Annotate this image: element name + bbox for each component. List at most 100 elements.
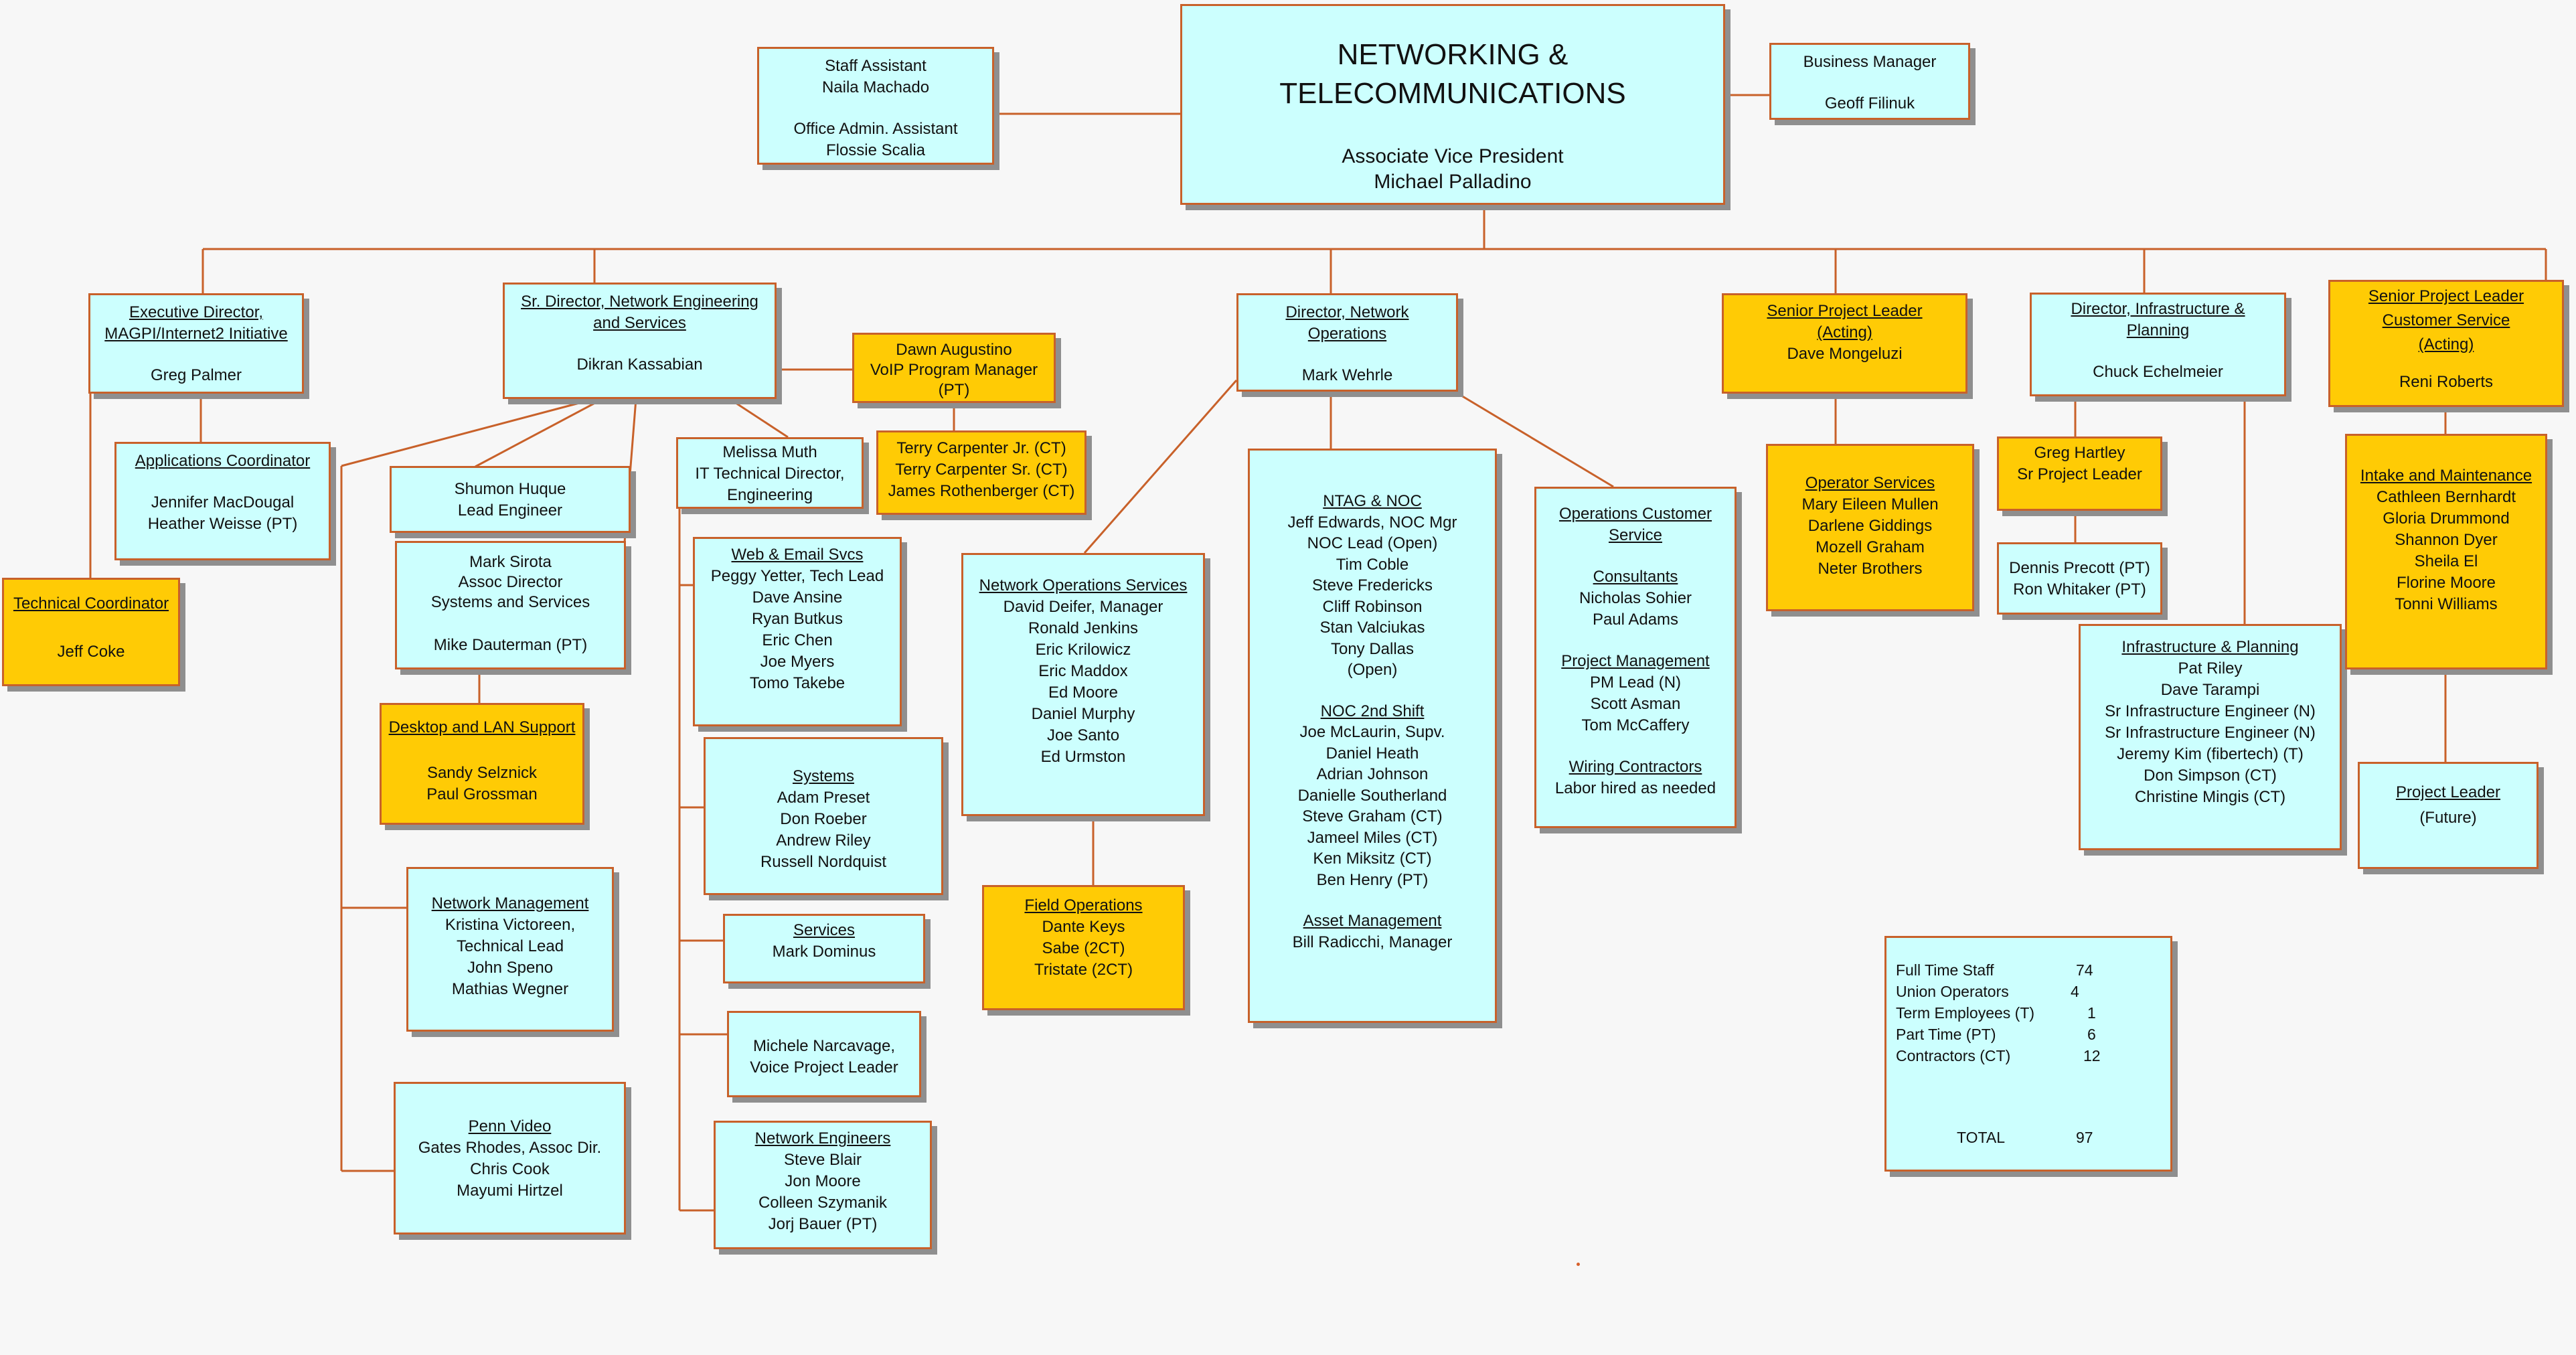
avp-name: Michael Palladino [1374, 171, 1532, 193]
network-engineer: Jorj Bauer (PT) [768, 1215, 878, 1233]
intake-member: Florine Moore [2396, 574, 2496, 592]
exec-director-box: Executive Director, MAGPI/Internet2 Init… [88, 293, 304, 394]
michele-line2: Voice Project Leader [750, 1058, 898, 1077]
technical-coordinator-title: Technical Coordinator [13, 594, 169, 613]
sr-director-box: Sr. Director, Network Engineering and Se… [503, 283, 777, 399]
ntag-member: NOC Lead (Open) [1307, 534, 1438, 552]
staff-totals-box: Full Time Staff 74 Union Operators 4 Ter… [1884, 936, 2172, 1172]
noc-shift-member: Jameel Miles (CT) [1307, 828, 1438, 847]
noc-2nd-shift-title: NOC 2nd Shift [1320, 702, 1425, 720]
totals-value: 1 [2087, 1004, 2096, 1022]
totals-label: Contractors (CT) [1896, 1047, 2011, 1064]
network-management-line4: Mathias Wegner [451, 980, 569, 998]
mark-sirota-name: Mark Sirota [469, 553, 552, 571]
melissa-title2: Engineering [726, 486, 813, 504]
network-engineer: Jon Moore [785, 1172, 861, 1190]
systems-member: Don Roeber [780, 810, 867, 828]
applications-coordinator-box: Applications Coordinator Jennifer MacDou… [114, 442, 331, 560]
intake-member: Tonni Williams [2395, 595, 2498, 613]
desktop-lan-name2: Paul Grossman [426, 785, 538, 803]
infra-member: Christine Mingis (CT) [2134, 788, 2286, 806]
infra-planning-title: Infrastructure & Planning [2121, 638, 2299, 656]
ntag-member: Jeff Edwards, NOC Mgr [1287, 513, 1457, 532]
shumon-box: Shumon Huque Lead Engineer [390, 466, 631, 533]
senior-pl-customer-name: Reni Roberts [2399, 373, 2494, 391]
mark-sirota-title1: Assoc Director [458, 573, 563, 591]
wiring-contractors-note: Labor hired as needed [1554, 779, 1716, 797]
services-name: Mark Dominus [772, 943, 876, 961]
noc-shift-member: Ben Henry (PT) [1316, 870, 1429, 889]
melissa-muth-box: Melissa Muth IT Technical Director, Engi… [676, 437, 864, 509]
project-leader-future-title: Project Leader [2395, 783, 2501, 801]
director-infra-title1: Director, Infrastructure & [2071, 300, 2245, 318]
noc-shift-member: Danielle Southerland [1297, 786, 1447, 805]
technical-coordinator-name: Jeff Coke [57, 643, 125, 661]
noc-shift-member: Joe McLaurin, Supv. [1299, 723, 1445, 741]
network-management-title: Network Management [431, 894, 589, 912]
director-operations-title1: Director, Network [1285, 303, 1409, 321]
web-email-member: Tomo Takebe [749, 674, 846, 692]
project-management-title: Project Management [1561, 652, 1710, 670]
systems-member: Russell Nordquist [760, 853, 887, 871]
office-admin-title: Office Admin. Assistant [793, 120, 958, 138]
systems-title: Systems [792, 767, 854, 785]
project-management-member: Tom McCaffery [1581, 716, 1690, 734]
director-operations-name: Mark Wehrle [1301, 366, 1393, 384]
project-management-member: Scott Asman [1590, 695, 1681, 713]
greg-hartley-box: Greg Hartley Sr Project Leader [1997, 436, 2162, 511]
totals-label: Term Employees (T) [1896, 1004, 2035, 1022]
exec-director-title1: Executive Director, [129, 303, 264, 321]
carpenter-line1: Terry Carpenter Jr. (CT) [896, 439, 1066, 457]
network-ops-member: Eric Maddox [1038, 662, 1128, 680]
infra-member: Jeremy Kim (fibertech) (T) [2117, 745, 2304, 763]
applications-coordinator-title: Applications Coordinator [135, 452, 311, 470]
senior-pl-acting-title1: Senior Project Leader [1767, 302, 1923, 320]
field-operations-member: Tristate (2CT) [1034, 961, 1133, 979]
consultant: Nicholas Sohier [1579, 589, 1692, 607]
intake-maintenance-box: Intake and Maintenance Cathleen Bernhard… [2345, 434, 2547, 669]
noc-shift-member: Daniel Heath [1325, 744, 1419, 763]
greg-hartley-name: Greg Hartley [2034, 444, 2125, 462]
operator-member: Mozell Graham [1816, 538, 1925, 556]
network-management-line1: Kristina Victoreen, [445, 916, 576, 934]
senior-pl-acting-name: Dave Mongeluzi [1787, 345, 1903, 363]
intake-member: Cathleen Bernhardt [2376, 488, 2516, 506]
totals-value: 6 [2087, 1026, 2096, 1043]
network-engineers-title: Network Engineers [754, 1129, 891, 1147]
voip-box: Dawn Augustino VoIP Program Manager (PT) [852, 333, 1056, 403]
exec-director-name: Greg Palmer [150, 366, 242, 384]
systems-member: Andrew Riley [776, 831, 871, 850]
project-leader-future-note: (Future) [2419, 809, 2477, 827]
infra-member: Dave Tarampi [2160, 681, 2260, 699]
infra-member: Don Simpson (CT) [2144, 767, 2277, 785]
operator-member: Mary Eileen Mullen [1801, 495, 1939, 513]
project-management-member: PM Lead (N) [1589, 673, 1682, 692]
infra-member: Sr Infrastructure Engineer (N) [2105, 724, 2316, 742]
senior-pl-customer-title3: (Acting) [2418, 335, 2474, 353]
senior-pl-customer-title1: Senior Project Leader [2368, 287, 2524, 305]
mike-dauterman-name: Mike Dauterman (PT) [433, 636, 588, 654]
network-ops-member: David Deifer, Manager [1003, 598, 1163, 616]
services-box: Services Mark Dominus [723, 914, 925, 983]
desktop-lan-title: Desktop and LAN Support [388, 718, 576, 736]
totals-value: 4 [2071, 983, 2079, 1000]
noc-shift-member: Steve Graham (CT) [1302, 807, 1443, 825]
network-ops-member: Eric Krilowicz [1035, 641, 1131, 659]
desktop-lan-name1: Sandy Selznick [426, 764, 538, 782]
director-operations-title2: Operations [1307, 325, 1387, 343]
totals-total-value: 97 [2076, 1129, 2093, 1146]
noc-shift-member: Ken Miksitz (CT) [1313, 850, 1432, 868]
network-ops-member: Ed Urmston [1040, 748, 1126, 766]
network-management-box: Network Management Kristina Victoreen, T… [406, 867, 614, 1032]
voip-title1: VoIP Program Manager [870, 361, 1038, 379]
ntag-member: Stan Valciukas [1319, 619, 1425, 637]
operator-member: Neter Brothers [1818, 560, 1923, 578]
web-email-box: Web & Email Svcs Peggy Yetter, Tech Lead… [693, 537, 902, 726]
web-email-member: Eric Chen [762, 631, 833, 649]
org-title-line2: TELECOMMUNICATIONS [1279, 77, 1626, 110]
field-operations-member: Sabe (2CT) [1042, 939, 1125, 957]
dennis-precott-box: Dennis Precott (PT) Ron Whitaker (PT) [1997, 542, 2162, 615]
staff-assistant-name: Naila Machado [821, 78, 930, 96]
michele-box: Michele Narcavage, Voice Project Leader [727, 1011, 921, 1097]
